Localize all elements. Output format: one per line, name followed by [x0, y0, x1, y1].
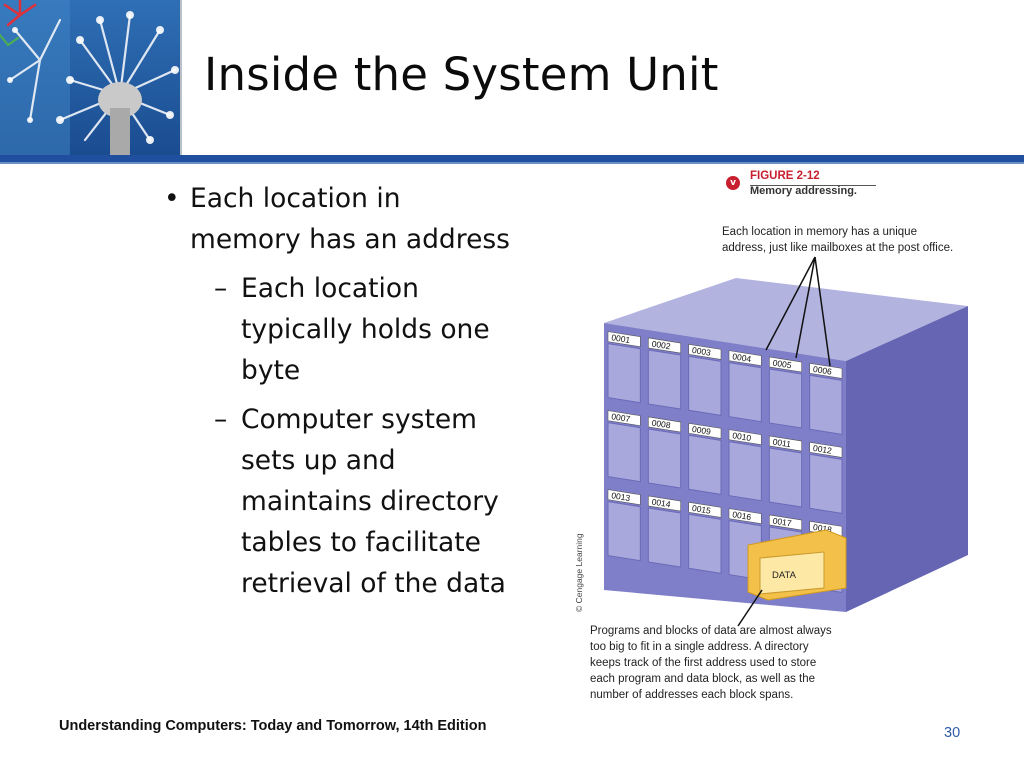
memory-slot	[809, 374, 843, 435]
memory-slot	[647, 507, 682, 568]
address-tag	[607, 489, 641, 506]
caption-line: keeps track of the first address used to…	[590, 657, 817, 669]
address-tag	[648, 416, 681, 433]
bullet-mark: •	[164, 183, 180, 214]
memory-slot	[647, 428, 682, 489]
address-tag	[728, 429, 762, 446]
address-tag	[728, 508, 762, 525]
address-label: 0013	[611, 490, 632, 503]
caption-line: number of addresses each block spans.	[590, 689, 794, 701]
address-tag	[688, 343, 722, 360]
address-label: 0004	[732, 351, 753, 364]
page-number: 30	[944, 725, 961, 741]
caption-line: address, just like mailboxes at the post…	[722, 242, 954, 254]
caption-line: too big to fit in a single address. A di…	[590, 641, 809, 653]
address-tag	[809, 362, 843, 379]
sub-bullet-mark: –	[214, 404, 228, 435]
address-label: 0007	[611, 411, 632, 424]
figure-caption-top: Each location in memory has a unique add…	[722, 224, 977, 256]
address-tag	[769, 356, 802, 373]
data-box-label: DATA	[772, 570, 797, 581]
memory-slot	[688, 434, 722, 495]
address-label: 0005	[772, 358, 793, 371]
address-label: 0010	[732, 430, 753, 443]
address-label: 0006	[812, 364, 833, 377]
address-label: 0015	[691, 503, 712, 516]
bullet-item: • Each location in memory has an address	[160, 178, 540, 260]
figure-subtitle: Memory addressing.	[750, 185, 857, 197]
memory-slot	[688, 513, 722, 574]
cabinet-side	[846, 306, 968, 612]
address-label: 0001	[611, 332, 632, 345]
caption-line: Each location in memory has a unique	[722, 226, 917, 238]
memory-slot	[607, 422, 641, 483]
address-label: 0002	[651, 339, 672, 352]
memory-slot	[607, 501, 641, 562]
memory-slot	[728, 362, 762, 423]
figure-label: FIGURE 2-12	[750, 170, 820, 182]
sub-bullet-text-line: Computer system	[241, 404, 477, 435]
figure-caption-bottom: Programs and blocks of data are almost a…	[590, 623, 855, 703]
address-tag	[769, 514, 802, 531]
sub-bullet-text-line: sets up and	[241, 445, 396, 476]
sub-bullet-text-line: byte	[241, 355, 301, 386]
address-label: 0008	[651, 418, 672, 431]
address-tag	[728, 350, 762, 367]
bullet-text-line: Each location in	[190, 183, 401, 214]
logo-divider	[180, 0, 182, 155]
sub-bullet-text-line: typically holds one	[241, 314, 490, 345]
figure-rule	[750, 185, 876, 186]
sub-bullet-text-line: Each location	[241, 273, 419, 304]
address-tag	[769, 435, 802, 452]
data-box-face	[759, 551, 825, 595]
address-tag	[688, 422, 722, 439]
header-bar	[0, 155, 1024, 162]
memory-slot	[768, 368, 803, 429]
memory-slot	[607, 343, 641, 404]
address-label: 0012	[812, 443, 833, 456]
sub-bullet-item: – Computer system sets up and maintains …	[160, 399, 540, 604]
figure-marker-icon: v	[726, 176, 740, 190]
address-tag	[607, 331, 641, 348]
memory-slot	[688, 355, 722, 416]
footer-text: Understanding Computers: Today and Tomor…	[59, 718, 487, 734]
address-label: 0016	[732, 509, 753, 522]
bullet-text-line: memory has an address	[190, 224, 510, 255]
caption-line: Programs and blocks of data are almost a…	[590, 625, 832, 637]
memory-slot	[728, 441, 762, 502]
caption-line: each program and data block, as well as …	[590, 673, 816, 685]
sub-bullet-text-line: maintains directory	[241, 486, 499, 517]
figure-credit: © Cengage Learning	[574, 533, 584, 612]
address-tag	[688, 501, 722, 518]
figure-header: v FIGURE 2-12 Memory addressing.	[722, 170, 892, 197]
header-bar-shadow	[0, 162, 1024, 164]
address-label: 0003	[691, 345, 712, 358]
address-tag	[809, 441, 843, 458]
dandelion-logo-icon	[0, 0, 180, 155]
sub-bullet-text-line: retrieval of the data	[241, 568, 506, 599]
bullet-list: • Each location in memory has an address…	[160, 178, 540, 604]
address-label: 0017	[772, 516, 793, 529]
memory-slot	[647, 349, 682, 410]
sub-bullet-mark: –	[214, 273, 228, 304]
memory-slot	[768, 447, 803, 508]
address-labels: 0001 0002 0003 0004 0005 0006 0007 0008 0009 0010…	[607, 331, 843, 537]
cabinet-top	[604, 278, 968, 361]
address-tag	[607, 410, 641, 427]
address-label: 0011	[772, 437, 792, 450]
slide-title: Inside the System Unit	[204, 48, 719, 101]
memory-slot	[809, 453, 843, 514]
address-label: 0014	[651, 497, 672, 510]
sub-bullet-item: – Each location typically holds one byte	[160, 268, 540, 391]
sub-bullet-text-line: tables to facilitate	[241, 527, 481, 558]
pointer-lines	[737, 256, 831, 627]
logo	[0, 0, 180, 155]
address-tag	[648, 495, 681, 512]
address-label: 0009	[691, 424, 712, 437]
address-tag	[648, 337, 681, 354]
